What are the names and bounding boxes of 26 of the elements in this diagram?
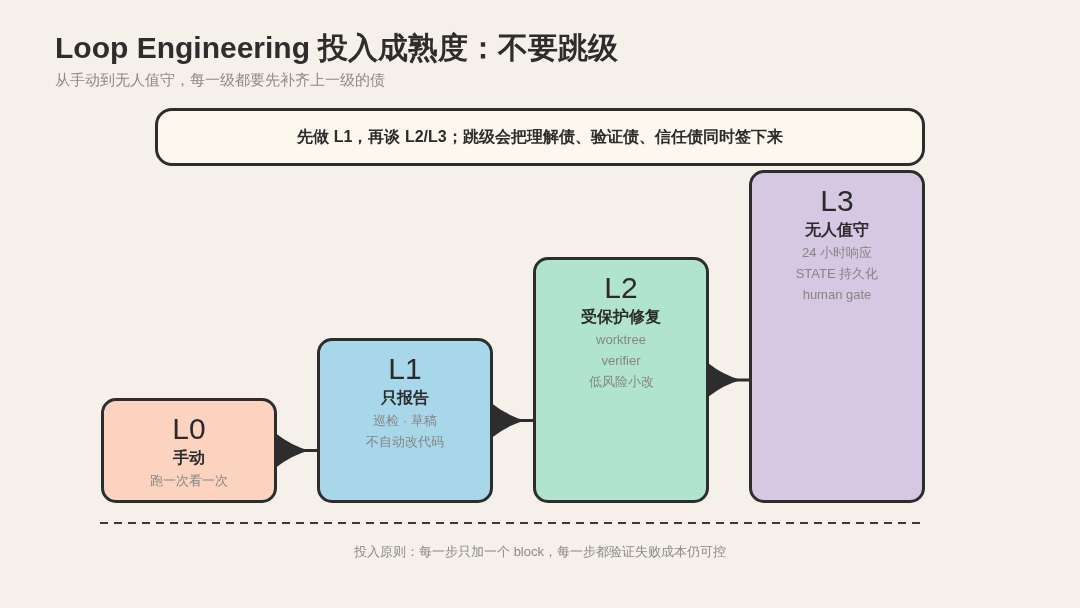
subtitle: 从手动到无人值守，每一级都要先补齐上一级的债 [55, 70, 385, 90]
level-detail: worktree [596, 331, 646, 349]
level-detail: 低风险小改 [588, 373, 654, 391]
level-box [749, 170, 925, 503]
level-detail: 24 小时响应 [801, 244, 873, 262]
level-title: 只报告 [381, 388, 429, 408]
banner-text: 先做 L1，再谈 L2/L3；跳级会把理解债、验证债、信任债同时签下来 [297, 126, 783, 147]
level-title: 受保护修复 [581, 307, 661, 327]
level-box [533, 257, 709, 503]
level-box [101, 398, 277, 503]
level-title: 无人值守 [805, 220, 869, 240]
level-label: L0 [172, 412, 206, 446]
level-label: L2 [604, 271, 638, 305]
footnote: 投入原则：每一步只加一个 block，每一步都验证失败成本仍可控 [354, 544, 726, 559]
level-detail: human gate [802, 286, 872, 304]
level-label: L1 [388, 352, 422, 386]
level-detail: verifier [601, 352, 641, 370]
level-box [317, 338, 493, 503]
title: Loop Engineering 投入成熟度：不要跳级 [55, 30, 619, 66]
level-label: L3 [820, 184, 854, 218]
level-detail: 巡检 · 草稿 [373, 412, 437, 430]
banner-box [155, 108, 925, 166]
level-detail: 不自动改代码 [366, 433, 444, 451]
level-detail: 跑一次看一次 [150, 472, 228, 490]
level-title: 手动 [173, 448, 205, 468]
level-detail: STATE 持久化 [795, 265, 879, 283]
